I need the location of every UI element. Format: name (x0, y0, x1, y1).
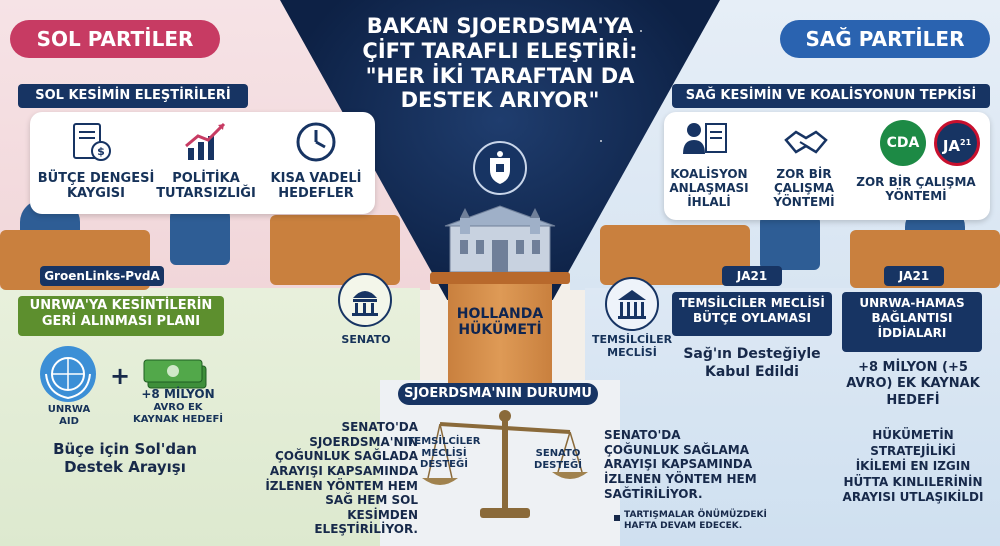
right-item-difficult-1: ZOR BİR ÇALIŞMA YÖNTEMİ (773, 167, 835, 209)
house-icon (604, 276, 660, 332)
ja21-logo-sup: 21 (960, 138, 972, 147)
left-item-short-term: KISA VADELİ HEDEFLER (270, 171, 362, 201)
strategy-text: HÜKÜMETİN STRATEJİLİKİ İKİLEMİ EN IZGIN … (842, 428, 984, 505)
right-parties-badge: SAĞ PARTİLER (780, 20, 990, 58)
cda-logo: CDA (880, 120, 926, 166)
unrwa-aid-label: UNRWA AID (47, 404, 91, 427)
left-status-text: SENATO'DA SJOERDSMA'NIN ÇOĞUNLUK SAĞLADA… (265, 420, 418, 537)
right-item-difficult-2: ZOR BİR ÇALIŞMA YÖNTEMİ (856, 175, 976, 203)
svg-text:$: $ (97, 145, 105, 158)
scale-left-label: TEMSİLCİLER MECLİSİ DESTEĞİ (407, 436, 481, 470)
footnote: TARTIŞMALAR ÖNÜMÜZDEKİ HAFTA DEVAM EDECE… (624, 510, 767, 531)
left-parties-badge: SOL PARTİLER (10, 20, 220, 58)
budget-vote-tag: TEMSİLCİLER MECLİSİ BÜTÇE OYLAMASI (672, 292, 832, 336)
right-section-title: SAĞ KESİMİN VE KOALİSYONUN TEPKİSİ (672, 84, 990, 108)
handshake-icon (782, 122, 830, 162)
ja21-logo-text: JA (942, 137, 961, 155)
left-section-title: SOL KESİMİN ELEŞTİRİLERİ (18, 84, 248, 108)
coat-of-arms-icon (472, 140, 528, 196)
status-title: SJOERDSMA'NIN DURUMU (398, 383, 598, 405)
government-label: HOLLANDA HÜKÜMETİ (456, 306, 544, 339)
ja21-tag-2: JA21 (884, 266, 944, 286)
podium-top (430, 272, 570, 284)
podium (448, 284, 552, 384)
unrwa-plan-title: UNRWA'YA KESİNTİLERİN GERİ ALINMASI PLAN… (18, 296, 224, 336)
government-building-icon (440, 196, 560, 272)
ja21-tag-1: JA21 (722, 266, 782, 286)
senate-label: SENATO (341, 333, 391, 346)
right-status-text: SENATO'DA ÇOĞUNLUK SAĞLAMA ARAYIŞI KAPSA… (604, 428, 757, 501)
page-title: BAKAN SJOERDSMA'YA ÇİFT TARAFLI ELEŞTİRİ… (362, 14, 638, 113)
plus-sign: + (110, 362, 131, 390)
clock-icon (294, 120, 338, 164)
left-item-budget: BÜTÇE DENGESİ KAYGISI (37, 171, 155, 201)
senate-icon (337, 272, 393, 328)
groenlinks-tag: GroenLinks-PvdA (40, 266, 164, 286)
contract-icon (680, 118, 730, 164)
un-emblem-icon (38, 344, 98, 404)
scale-icon (420, 408, 590, 528)
amount-label: +8 MİLYON (141, 387, 215, 401)
house-label: TEMSİLCİLER MECLİSİ (592, 333, 673, 359)
bench (270, 215, 400, 285)
amount-sub-label: AVRO EK KAYNAK HEDEFİ (133, 402, 223, 425)
hamas-allegations-tag: UNRWA-HAMAS BAĞLANTISI İDDİALARI (842, 292, 982, 352)
left-item-policy: POLİTİKA TUTARSIZLIĞI (156, 171, 256, 201)
money-icon (142, 352, 212, 392)
chart-trend-icon (182, 120, 230, 164)
bullet-icon (614, 515, 620, 521)
scale-right-label: SENATO DESTEĞİ (534, 448, 582, 471)
left-caption: Büçe için Sol'dan Destek Arayışı (53, 440, 197, 476)
budget-document-icon: $ (70, 120, 114, 164)
budget-vote-caption: Sağ'ın Desteğiyle Kabul Edildi (683, 346, 821, 380)
hamas-text: +8 MİLYON (+5 AVRO) EK KAYNAK HEDEFİ (846, 360, 980, 408)
right-item-coalition: KOALİSYON ANLAŞMASI İHLALİ (669, 167, 749, 209)
ja21-logo: JA21 (934, 120, 980, 166)
